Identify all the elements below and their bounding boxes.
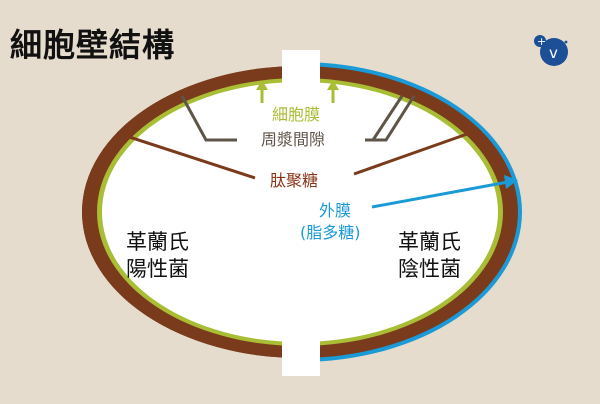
- peptidoglycan-label: 肽聚糖: [270, 171, 319, 190]
- svg-text:v: v: [549, 44, 558, 62]
- membrane-arrow-right-head: [327, 80, 339, 90]
- outer-membrane-arrow-line: [371, 180, 509, 209]
- gram-negative-label: 革蘭氏 陰性菌: [398, 229, 461, 283]
- periplasm-line-left: [180, 95, 237, 142]
- gram-negative-line1: 革蘭氏: [398, 230, 461, 254]
- gram-negative-line2: 陰性菌: [398, 257, 461, 281]
- lps-label: (脂多糖): [300, 223, 361, 242]
- page-title: 細胞壁結構: [10, 26, 176, 64]
- gram-positive-line1: 革蘭氏: [126, 230, 189, 254]
- cell-interior: [102, 82, 498, 342]
- outer-membrane-arrow-head: [504, 175, 518, 189]
- peptidoglycan-line-right: [353, 131, 471, 176]
- membrane-arrow-left-head: [256, 80, 268, 90]
- periplasmic-space-label: 周漿間隙: [261, 130, 326, 149]
- outer-membrane-label: 外膜: [319, 201, 352, 220]
- gram-positive-line2: 陽性菌: [126, 257, 189, 281]
- top-gap: [282, 50, 320, 90]
- bottom-gap: [282, 336, 320, 376]
- peptidoglycan-line-left: [116, 131, 256, 180]
- plus-v-logo-icon: + v: [534, 35, 568, 66]
- periplasm-line-right-2: [373, 95, 416, 142]
- gram-positive-label: 革蘭氏 陽性菌: [126, 229, 189, 283]
- cell-membrane-label: 細胞膜: [272, 105, 321, 124]
- svg-text:+: +: [537, 35, 546, 48]
